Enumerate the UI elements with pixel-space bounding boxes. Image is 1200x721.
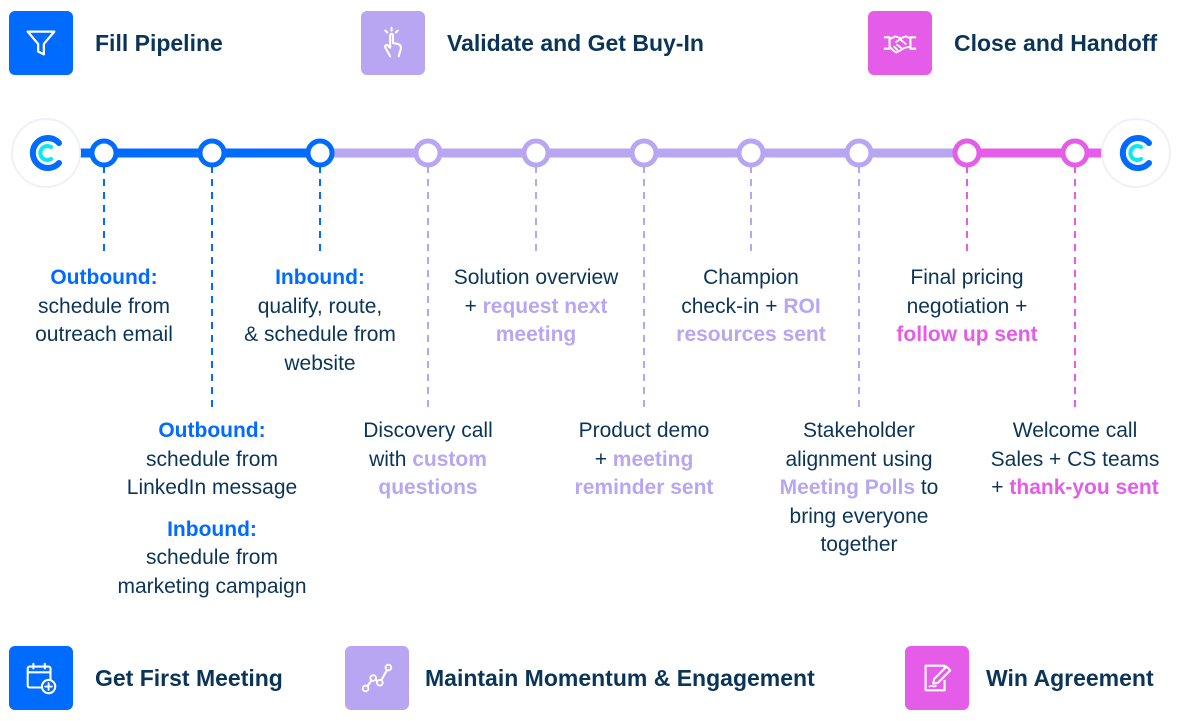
trend-line-icon: [345, 646, 409, 710]
step-outbound-email: Outbound: schedule from outreach email: [35, 266, 173, 346]
step-product-demo: Product demo + meeting reminder sent: [574, 419, 714, 499]
calendly-logo-icon-end: [1101, 118, 1171, 188]
phase-fill-pipeline: Fill Pipeline: [9, 11, 223, 75]
step-outbound-linkedin-inbound-campaign: Outbound: schedule from LinkedIn message…: [117, 419, 307, 598]
phase-maintain-momentum: Maintain Momentum & Engagement: [345, 646, 815, 710]
timeline: [11, 118, 1171, 408]
step-champion-checkin: Champion check-in + ROI resources sent: [676, 266, 826, 346]
timeline-node-6: [629, 138, 659, 168]
timeline-connectors: [103, 166, 1076, 408]
phase-get-first-meeting: Get First Meeting: [9, 646, 283, 710]
phase-close-handoff: Close and Handoff: [868, 11, 1157, 75]
timeline-node-10: [1060, 138, 1090, 168]
timeline-node-3: [305, 138, 335, 168]
step-inbound-website: Inbound: qualify, route, & schedule from…: [244, 266, 396, 375]
phase-validate-buy-in: Validate and Get Buy-In: [361, 11, 704, 75]
timeline-nodes: [89, 138, 1090, 168]
handshake-icon: [868, 11, 932, 75]
phase-label: Close and Handoff: [954, 29, 1158, 56]
calendly-logo-icon-start: [11, 118, 81, 188]
funnel-icon: [9, 11, 73, 75]
tap-icon: [361, 11, 425, 75]
phase-label: Validate and Get Buy-In: [447, 29, 704, 56]
phase-label: Maintain Momentum & Engagement: [425, 664, 815, 691]
timeline-node-1: [89, 138, 119, 168]
phase-label: Get First Meeting: [95, 664, 283, 691]
timeline-node-2: [197, 138, 227, 168]
timeline-node-8: [844, 138, 874, 168]
phase-label: Win Agreement: [986, 664, 1154, 691]
step-solution-overview: Solution overview + request next meeting: [453, 266, 619, 346]
timeline-node-5: [521, 138, 551, 168]
step-discovery-call: Discovery call with custom questions: [363, 419, 493, 499]
phase-label: Fill Pipeline: [95, 29, 223, 56]
step-final-pricing: Final pricing negotiation + follow up se…: [896, 266, 1038, 346]
timeline-node-4: [413, 138, 443, 168]
step-welcome-call: Welcome call Sales + CS teams + thank-yo…: [990, 419, 1160, 499]
calendar-add-icon: [9, 646, 73, 710]
timeline-node-7: [736, 138, 766, 168]
signed-document-icon: [905, 646, 969, 710]
step-stakeholder-alignment: Stakeholder alignment using Meeting Poll…: [779, 419, 939, 556]
timeline-node-9: [952, 138, 982, 168]
phase-win-agreement: Win Agreement: [905, 646, 1154, 710]
